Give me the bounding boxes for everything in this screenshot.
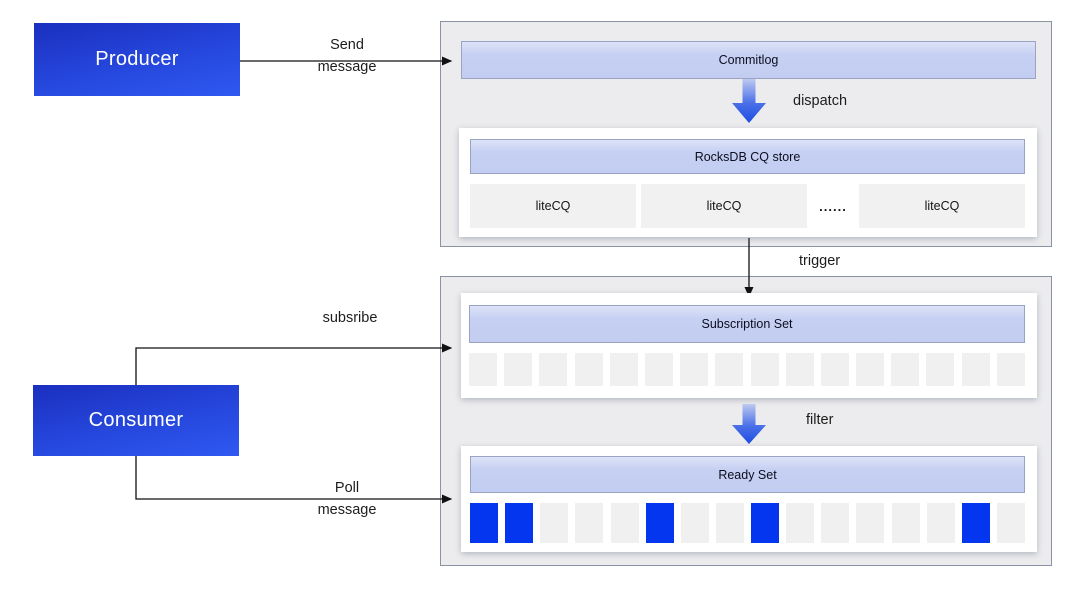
consumer-box: Consumer (33, 385, 239, 456)
dispatch-label: dispatch (793, 90, 847, 112)
send-label-line1: Send (330, 37, 364, 53)
poll-label-line2: message (317, 502, 377, 518)
ready-cell-filled (751, 503, 779, 543)
subscription-cell-empty (680, 353, 709, 386)
subscription-cell-empty (856, 353, 885, 386)
subscription-cell-empty (715, 353, 744, 386)
subscription-cell-empty (961, 353, 990, 386)
filter-label: filter (806, 409, 833, 431)
subscription-cell-empty (750, 353, 779, 386)
subscribe-arrow (135, 343, 453, 385)
filter-label-text: filter (806, 412, 834, 428)
producer-label: Producer (95, 48, 179, 70)
dispatch-blue-arrow (732, 79, 766, 123)
ready-set-bar: Ready Set (470, 456, 1025, 493)
subscription-cell-empty (539, 353, 568, 386)
ready-cells-row (470, 503, 1025, 543)
ready-cell-empty (540, 503, 569, 543)
ready-cell-empty (856, 503, 885, 543)
subscription-cell-empty (644, 353, 673, 386)
ready-cell-empty (786, 503, 815, 543)
subscription-cell-empty (574, 353, 603, 386)
subscription-cell-empty (820, 353, 849, 386)
subscription-set-bar: Subscription Set (469, 305, 1025, 343)
ready-cell-filled (505, 503, 534, 543)
filter-blue-arrow (732, 404, 766, 444)
ready-cell-filled (470, 503, 498, 543)
ready-cell-empty (891, 503, 920, 543)
subscription-cell-empty (891, 353, 920, 386)
producer-box: Producer (34, 23, 240, 96)
ready-cell-empty (575, 503, 604, 543)
ready-cell-filled (961, 503, 990, 543)
subscription-cell-empty (785, 353, 814, 386)
rocksdb-bar: RocksDB CQ store (470, 139, 1025, 174)
ready-cell-empty (680, 503, 709, 543)
commitlog-label: Commitlog (718, 53, 779, 67)
ready-cell-empty (926, 503, 955, 543)
send-message-label: Send message (297, 34, 397, 78)
send-label-line2: message (317, 59, 377, 75)
dispatch-label-text: dispatch (793, 93, 848, 109)
ready-cell-empty (996, 503, 1025, 543)
trigger-label-text: trigger (799, 253, 841, 269)
litecq-box: liteCQ (859, 184, 1025, 228)
consumer-label: Consumer (88, 409, 184, 431)
poll-message-arrow (135, 456, 453, 504)
rocksdb-label: RocksDB CQ store (694, 149, 801, 164)
poll-message-label: Poll message (297, 477, 397, 521)
ready-cell-empty (821, 503, 850, 543)
subscription-cell-empty (469, 353, 497, 386)
poll-label-line1: Poll (334, 480, 360, 496)
commitlog-bar: Commitlog (461, 41, 1036, 79)
ready-cell-empty (610, 503, 639, 543)
subscription-cells-row (469, 353, 1025, 386)
trigger-label: trigger (799, 250, 840, 272)
subscription-cell-empty (504, 353, 533, 386)
subscription-set-label: Subscription Set (701, 317, 793, 331)
subscribe-label-text: subsribe (322, 310, 378, 326)
subscribe-label: subsribe (298, 307, 402, 329)
litecq-dots: ...... (819, 198, 847, 214)
litecq-box: liteCQ (641, 184, 807, 228)
subscription-cell-empty (926, 353, 955, 386)
subscription-cell-empty (996, 353, 1025, 386)
ready-cell-filled (645, 503, 674, 543)
litecq-box: liteCQ (470, 184, 636, 228)
subscription-cell-empty (609, 353, 638, 386)
ready-set-label: Ready Set (718, 467, 777, 482)
ready-cell-empty (715, 503, 744, 543)
